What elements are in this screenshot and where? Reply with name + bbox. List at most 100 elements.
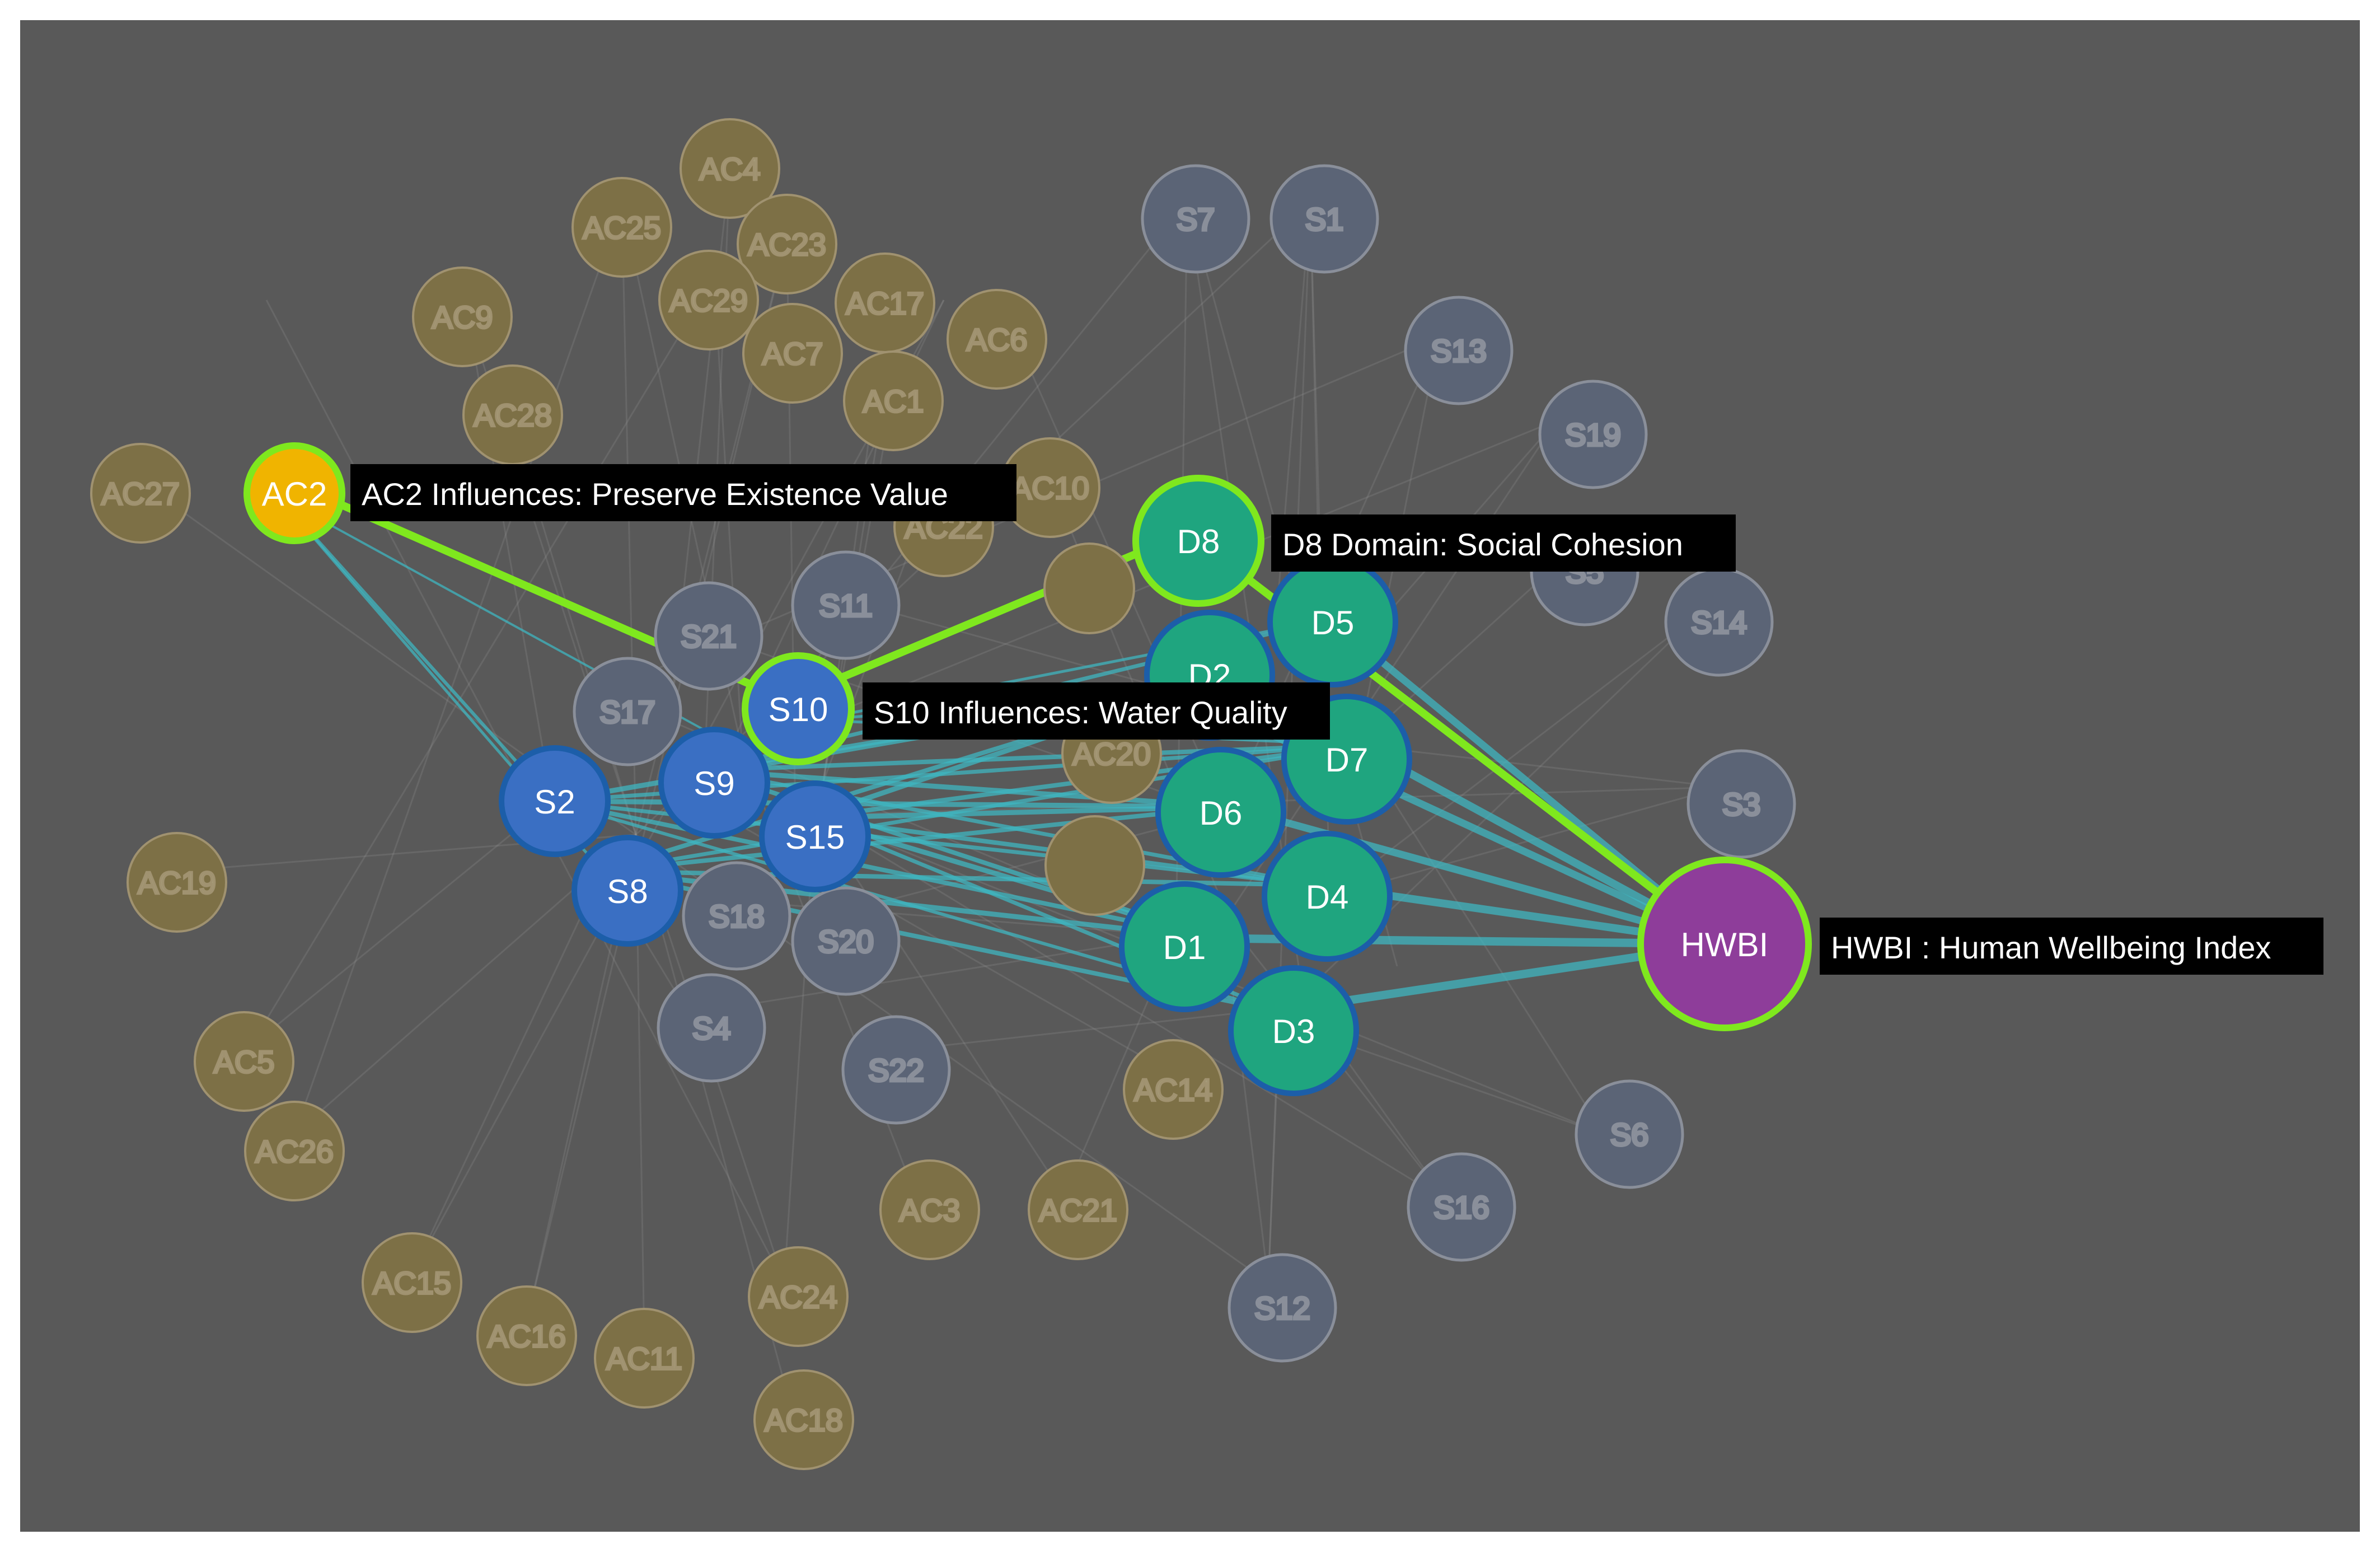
node-ac10: AC10 xyxy=(1000,437,1100,538)
node-ac1-label: AC1 xyxy=(863,383,924,419)
node-ac1: AC1 xyxy=(843,350,944,451)
node-ac26: AC26 xyxy=(244,1101,345,1201)
node-d4-label: D4 xyxy=(1306,878,1349,916)
node-ac17: AC17 xyxy=(835,252,935,353)
node-ac10-label: AC10 xyxy=(1011,470,1089,506)
node-s20-label: S20 xyxy=(818,924,874,959)
node-ac6: AC6 xyxy=(947,289,1047,390)
network-graph[interactable]: AC4 AC25 AC23 AC29 AC17 AC7 AC6 AC9 AC1 … xyxy=(20,20,2360,1532)
node-s16: S16 xyxy=(1407,1152,1516,1262)
node-s7: S7 xyxy=(1141,164,1250,274)
node-ac26-label: AC26 xyxy=(255,1134,334,1169)
node-d6: D6 xyxy=(1155,747,1286,878)
node-ac29: AC29 xyxy=(658,250,759,350)
node-s2: S2 xyxy=(499,745,611,857)
node-s12: S12 xyxy=(1228,1253,1337,1363)
node-s1: S1 xyxy=(1269,164,1379,274)
node-s11: S11 xyxy=(791,550,901,660)
node-s18: S18 xyxy=(682,861,791,971)
node-s3-label: S3 xyxy=(1722,787,1761,822)
node-ac4: AC4 xyxy=(680,118,780,219)
node-s13: S13 xyxy=(1404,296,1514,405)
node-d4: D4 xyxy=(1262,831,1393,962)
node-ac2-label: AC2 xyxy=(262,475,327,513)
tooltip-d8-text: D8 Domain: Social Cohesion xyxy=(1282,527,1683,562)
node-ac19: AC19 xyxy=(127,832,227,933)
node-ac5-label: AC5 xyxy=(214,1044,275,1079)
node-ac6-label: AC6 xyxy=(967,322,1028,357)
node-s4: S4 xyxy=(657,973,766,1083)
node-ac20-label: AC20 xyxy=(1072,736,1151,771)
tooltip-d8: D8 Domain: Social Cohesion xyxy=(1271,514,1736,572)
node-s8-label: S8 xyxy=(607,873,648,910)
node-ac27-label: AC27 xyxy=(101,476,180,511)
node-s12-label: S12 xyxy=(1254,1290,1310,1326)
node-s18-label: S18 xyxy=(709,899,765,934)
node-s6: S6 xyxy=(1575,1079,1684,1189)
node-s15-label: S15 xyxy=(785,818,845,856)
node-ac15-label: AC15 xyxy=(373,1265,451,1301)
node-s8: S8 xyxy=(571,835,683,947)
node-ac14-label: AC14 xyxy=(1134,1072,1212,1107)
node-s9-label: S9 xyxy=(694,765,734,802)
node-s17-label: S17 xyxy=(599,694,655,729)
node-faded-ac-behind xyxy=(1044,815,1145,916)
node-s19: S19 xyxy=(1538,380,1648,489)
node-d1-label: D1 xyxy=(1163,929,1206,966)
node-d8-label: D8 xyxy=(1177,523,1220,560)
node-d3-label: D3 xyxy=(1272,1013,1315,1050)
node-ac17-label: AC17 xyxy=(846,286,924,321)
node-s22-label: S22 xyxy=(868,1053,924,1088)
node-s15: S15 xyxy=(759,780,871,892)
node-ac7-label: AC7 xyxy=(762,336,823,371)
node-s10: S10 xyxy=(742,652,855,765)
node-ac24: AC24 xyxy=(748,1246,849,1347)
tooltip-ac2-text: AC2 Influences: Preserve Existence Value xyxy=(362,476,948,512)
node-s21: S21 xyxy=(654,581,763,691)
node-ac23-label: AC23 xyxy=(748,227,826,262)
network-canvas[interactable]: AC4 AC25 AC23 AC29 AC17 AC7 AC6 AC9 AC1 … xyxy=(20,20,2360,1532)
node-hwbi: HWBI xyxy=(1637,857,1812,1031)
node-ac21-label: AC21 xyxy=(1039,1192,1117,1228)
node-ac21: AC21 xyxy=(1028,1159,1128,1260)
node-ac5: AC5 xyxy=(194,1011,294,1112)
node-s3: S3 xyxy=(1686,749,1796,859)
node-ac9-label: AC9 xyxy=(432,300,493,335)
node-ac27: AC27 xyxy=(90,443,191,544)
node-ac7: AC7 xyxy=(742,303,843,404)
node-s17: S17 xyxy=(573,657,682,766)
node-s19-label: S19 xyxy=(1565,417,1621,452)
node-hwbi-label: HWBI xyxy=(1681,926,1769,963)
node-ac16: AC16 xyxy=(476,1285,577,1386)
node-ac20: AC20 xyxy=(1061,703,1162,804)
node-ac23: AC23 xyxy=(737,194,837,294)
node-ac24-label: AC24 xyxy=(759,1279,837,1315)
node-s22: S22 xyxy=(841,1015,951,1125)
node-ac15: AC15 xyxy=(362,1232,462,1333)
node-ac3: AC3 xyxy=(879,1159,980,1260)
node-ac18: AC18 xyxy=(753,1369,854,1470)
node-ac11: AC11 xyxy=(594,1308,695,1409)
tooltip-ac2: AC2 Influences: Preserve Existence Value xyxy=(350,464,1016,521)
node-ac29-label: AC29 xyxy=(669,283,748,318)
node-ac2: AC2 xyxy=(243,442,345,544)
node-s13-label: S13 xyxy=(1431,333,1487,368)
tooltip-hwbi-text: HWBI : Human Wellbeing Index xyxy=(1831,930,2271,965)
node-ac25-label: AC25 xyxy=(583,210,661,245)
node-s14: S14 xyxy=(1664,567,1774,677)
node-d3: D3 xyxy=(1228,965,1359,1096)
node-s9: S9 xyxy=(658,727,770,839)
node-s6-label: S6 xyxy=(1610,1117,1649,1152)
node-s21-label: S21 xyxy=(681,619,737,654)
node-d1: D1 xyxy=(1119,881,1250,1012)
node-faded-ac-behind-2 xyxy=(1043,542,1135,634)
node-ac9: AC9 xyxy=(412,266,513,367)
node-ac19-label: AC19 xyxy=(138,865,216,900)
node-d7-label: D7 xyxy=(1325,741,1369,779)
tooltip-s10: S10 Influences: Water Quality xyxy=(863,682,1330,740)
node-ac16-label: AC16 xyxy=(488,1318,566,1354)
node-d8: D8 xyxy=(1132,475,1264,607)
node-s16-label: S16 xyxy=(1433,1190,1489,1225)
node-s11-label: S11 xyxy=(819,588,872,623)
node-s14-label: S14 xyxy=(1691,605,1747,640)
